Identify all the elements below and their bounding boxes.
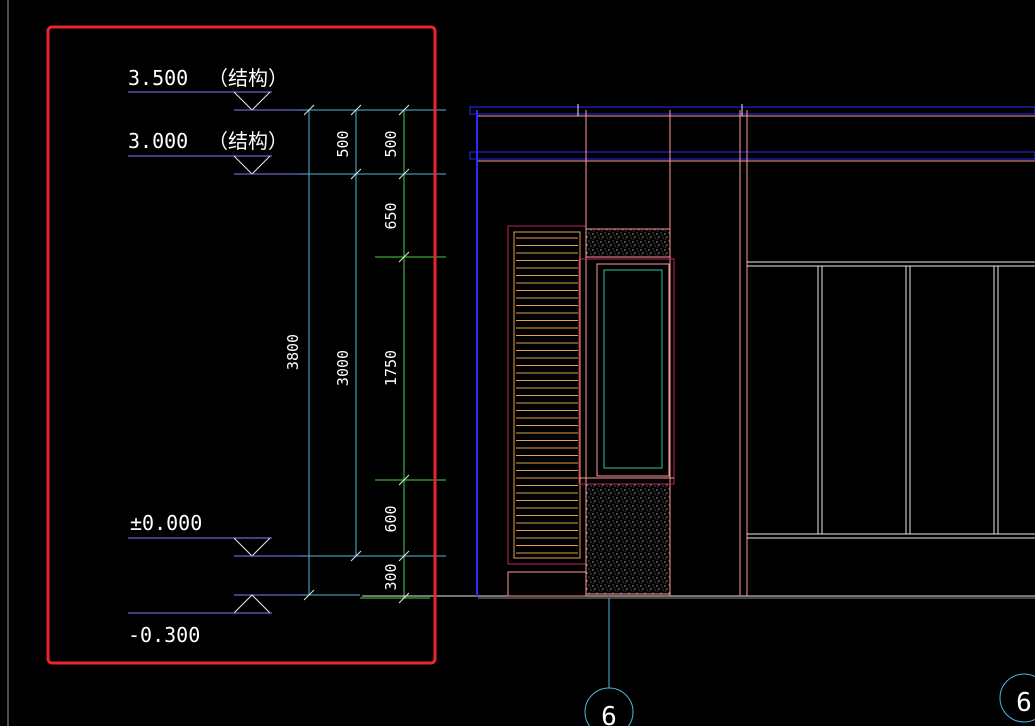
axis-label: 6 <box>1016 688 1032 718</box>
stone-cladding-lower <box>585 483 671 595</box>
elevation-marker-ground[interactable]: -0.300 <box>128 594 300 647</box>
dim-tick <box>303 104 315 116</box>
dimension-main[interactable]: 500 3000 <box>300 104 446 562</box>
dim-tick <box>350 550 362 562</box>
dim-tick <box>303 589 315 601</box>
dim-text: 600 <box>382 505 400 532</box>
elevation-value: 3.000 <box>128 129 188 153</box>
dim-tick <box>350 168 362 180</box>
stone-cladding-upper <box>585 228 671 258</box>
elevation-marker-upper[interactable]: 3.000 （结构） <box>128 129 300 175</box>
dim-text: 650 <box>382 202 400 229</box>
elevation-value: 3.500 <box>128 66 188 90</box>
dim-text: 1750 <box>382 350 400 386</box>
dim-tick <box>398 104 410 116</box>
elevation-note: （结构） <box>208 66 288 90</box>
elevation-value: -0.300 <box>128 623 200 647</box>
dim-tick <box>398 474 410 486</box>
level-triangle <box>233 155 271 175</box>
dim-tick <box>398 168 410 180</box>
dimension-overall[interactable]: 3800 <box>284 104 446 601</box>
dim-text: 3000 <box>334 350 352 386</box>
grid-axis-6[interactable]: 6 <box>584 598 634 726</box>
axis-bubble <box>584 687 634 726</box>
dim-tick <box>398 550 410 562</box>
elevation-marker-floor[interactable]: ±0.000 <box>128 511 300 557</box>
window-glass <box>603 269 663 469</box>
dim-text: 300 <box>382 563 400 590</box>
highlight-box <box>46 25 437 665</box>
window-frame <box>596 263 670 477</box>
elevation-marker-top[interactable]: 3.500 （结构） <box>128 66 300 111</box>
dim-tick <box>350 104 362 116</box>
level-triangle <box>233 594 271 614</box>
building-elevation[interactable] <box>362 104 1035 599</box>
dim-tick <box>398 251 410 263</box>
dim-tick <box>398 592 410 604</box>
elevation-value: ±0.000 <box>130 511 202 535</box>
axis-bubble <box>999 673 1035 723</box>
dim-text: 500 <box>382 130 400 157</box>
shutter-slats <box>516 237 578 554</box>
dim-text: 3800 <box>284 334 302 370</box>
plinth <box>507 571 587 597</box>
eave-beam <box>469 151 1035 160</box>
grid-axis-6-partial[interactable]: 6 <box>999 673 1035 723</box>
level-triangle <box>233 91 271 111</box>
roof-beam <box>469 106 1035 115</box>
axis-label: 6 <box>601 702 617 726</box>
window-outer <box>578 258 675 485</box>
dimension-chain[interactable]: 500 650 1750 600 300 <box>360 104 446 604</box>
level-triangle <box>233 537 271 557</box>
shutter-inner <box>513 231 581 559</box>
elevation-note: （结构） <box>208 129 288 153</box>
dim-text: 500 <box>334 130 352 157</box>
